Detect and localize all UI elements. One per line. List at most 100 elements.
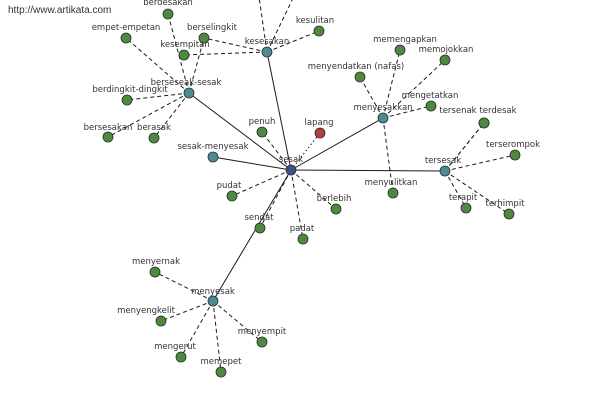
label-terserompok[interactable]: terserompok <box>486 140 540 150</box>
edge-menyesakkan-menyulitkan <box>382 117 394 194</box>
label-tersenak[interactable]: tersenak <box>439 106 476 116</box>
node-berdesakan[interactable] <box>162 8 174 20</box>
label-berlebih[interactable]: berlebih <box>317 194 352 204</box>
edge-sesak-berlebih <box>290 169 337 210</box>
label-sesak[interactable]: sesak <box>279 155 303 165</box>
label-sesak-menyesak[interactable]: sesak-menyesak <box>177 142 248 152</box>
edge-sesak-menyesakkan <box>290 117 384 171</box>
label-empet-empetan[interactable]: empet-empetan <box>92 23 161 33</box>
edge-berseseak-sesak-bersesakan <box>107 92 190 138</box>
edge-menyesak-menyernak <box>154 271 214 302</box>
node-berlebih[interactable] <box>330 203 342 215</box>
edge-kesesakan-kesulitan <box>266 30 320 53</box>
node-terserompok[interactable] <box>509 149 521 161</box>
label-menyendatkan[interactable]: menyendatkan (nafas) <box>308 62 404 72</box>
node-empet-empetan[interactable] <box>120 32 132 44</box>
label-menyesak[interactable]: menyesak <box>191 287 235 297</box>
edge-sesak-padat <box>290 169 304 240</box>
node-mengetatkan[interactable] <box>425 100 437 112</box>
label-berasak[interactable]: berasak <box>137 123 171 133</box>
label-menyempit[interactable]: menyempit <box>238 327 287 337</box>
edges-layer <box>107 0 516 373</box>
label-memengapkan[interactable]: memengapkan <box>373 35 437 45</box>
label-berseseak-sesak[interactable]: berseseak-sesak <box>151 78 222 88</box>
label-lapang[interactable]: lapang <box>305 118 334 128</box>
node-pudat[interactable] <box>226 190 238 202</box>
node-sesak[interactable] <box>285 164 297 176</box>
node-kesulitan[interactable] <box>313 25 325 37</box>
label-padat[interactable]: padat <box>290 224 315 234</box>
label-mengerut[interactable]: mengerut <box>154 342 196 352</box>
label-berselingkit[interactable]: berselingkit <box>187 23 238 33</box>
label-berdesakan[interactable]: berdesakan <box>143 0 193 8</box>
edge-tersesak-terdesak <box>444 122 485 172</box>
edge-sesak-tersesak <box>290 169 446 172</box>
node-menyendatkan[interactable] <box>354 71 366 83</box>
label-kesempitan[interactable]: kesempitan <box>160 40 209 50</box>
edge-sesak-sendat <box>259 169 292 229</box>
node-penuh[interactable] <box>256 126 268 138</box>
node-tersesak[interactable] <box>439 165 451 177</box>
edge-kesesakan-offscreen-1 <box>258 0 268 53</box>
node-menyulitkan[interactable] <box>387 187 399 199</box>
edge-kesesakan-offscreen-2 <box>266 0 293 53</box>
label-kesulitan[interactable]: kesulitan <box>296 16 334 26</box>
edge-sesak-sesak-menyesak <box>212 156 292 171</box>
label-sendat[interactable]: sendat <box>245 213 275 223</box>
edge-tersesak-terhimpit <box>444 170 510 215</box>
label-memojokkan[interactable]: memojokkan <box>419 45 474 55</box>
node-bersesakan[interactable] <box>102 131 114 143</box>
edge-sesak-menyesak <box>212 169 292 302</box>
node-terhimpit[interactable] <box>503 208 515 220</box>
node-menyernak[interactable] <box>149 266 161 278</box>
node-menyesakkan[interactable] <box>377 112 389 124</box>
node-memengapkan[interactable] <box>394 44 406 56</box>
label-berdingkit-dingkit[interactable]: berdingkit-dingkit <box>92 85 168 95</box>
node-berdingkit-dingkit[interactable] <box>121 94 133 106</box>
label-bersesakan[interactable]: bersesakan <box>84 123 133 133</box>
source-url[interactable]: http://www.artikata.com <box>8 5 112 16</box>
node-sendat[interactable] <box>254 222 266 234</box>
node-berasak[interactable] <box>148 132 160 144</box>
label-menyulitkan[interactable]: menyulitkan <box>365 178 418 188</box>
label-kesesakan[interactable]: kesesakan <box>245 37 290 47</box>
node-kesempitan[interactable] <box>178 49 190 61</box>
label-memepet[interactable]: memepet <box>201 357 243 367</box>
node-memepet[interactable] <box>215 366 227 378</box>
node-padat[interactable] <box>297 233 309 245</box>
node-terdesak[interactable] <box>478 117 490 129</box>
node-menyempit[interactable] <box>256 336 268 348</box>
node-memojokkan[interactable] <box>439 54 451 66</box>
label-terapit[interactable]: terapit <box>449 193 478 203</box>
label-menyernak[interactable]: menyernak <box>132 257 180 267</box>
label-menyengkelit[interactable]: menyengkelit <box>117 306 176 316</box>
edge-menyesakkan-memojokkan <box>382 59 446 119</box>
edge-berseseak-sesak-berdingkit-dingkit <box>126 92 190 101</box>
node-terapit[interactable] <box>460 202 472 214</box>
label-terdesak[interactable]: terdesak <box>479 106 516 116</box>
edge-sesak-penuh <box>261 131 292 171</box>
edge-tersesak-terapit <box>444 170 467 209</box>
label-menyesakkan[interactable]: menyesakkan <box>353 103 412 113</box>
edge-menyesak-memepet <box>212 300 222 373</box>
label-mengetatkan[interactable]: mengetatkan <box>402 91 459 101</box>
edge-sesak-pudat <box>231 169 292 197</box>
label-penuh[interactable]: penuh <box>249 117 276 127</box>
node-menyengkelit[interactable] <box>155 315 167 327</box>
labels-layer: sesak kesesakan berseseak-sesak menyesakkan… <box>84 0 540 367</box>
node-sesak-menyesak[interactable] <box>207 151 219 163</box>
node-berseseak-sesak[interactable] <box>183 87 195 99</box>
edge-menyesakkan-mengetatkan <box>382 105 432 119</box>
edge-tersesak-terserompok <box>444 154 516 172</box>
node-kesesakan[interactable] <box>261 46 273 58</box>
node-lapang[interactable] <box>314 127 326 139</box>
label-tersesak[interactable]: tersesak <box>425 156 461 166</box>
edge-menyesak-menyempit <box>212 300 263 343</box>
label-terhimpit[interactable]: terhimpit <box>485 199 525 209</box>
node-berselingkit[interactable] <box>198 32 210 44</box>
nodes-layer <box>102 8 521 378</box>
label-pudat[interactable]: pudat <box>217 181 242 191</box>
node-menyesak[interactable] <box>207 295 219 307</box>
node-mengerut[interactable] <box>175 351 187 363</box>
